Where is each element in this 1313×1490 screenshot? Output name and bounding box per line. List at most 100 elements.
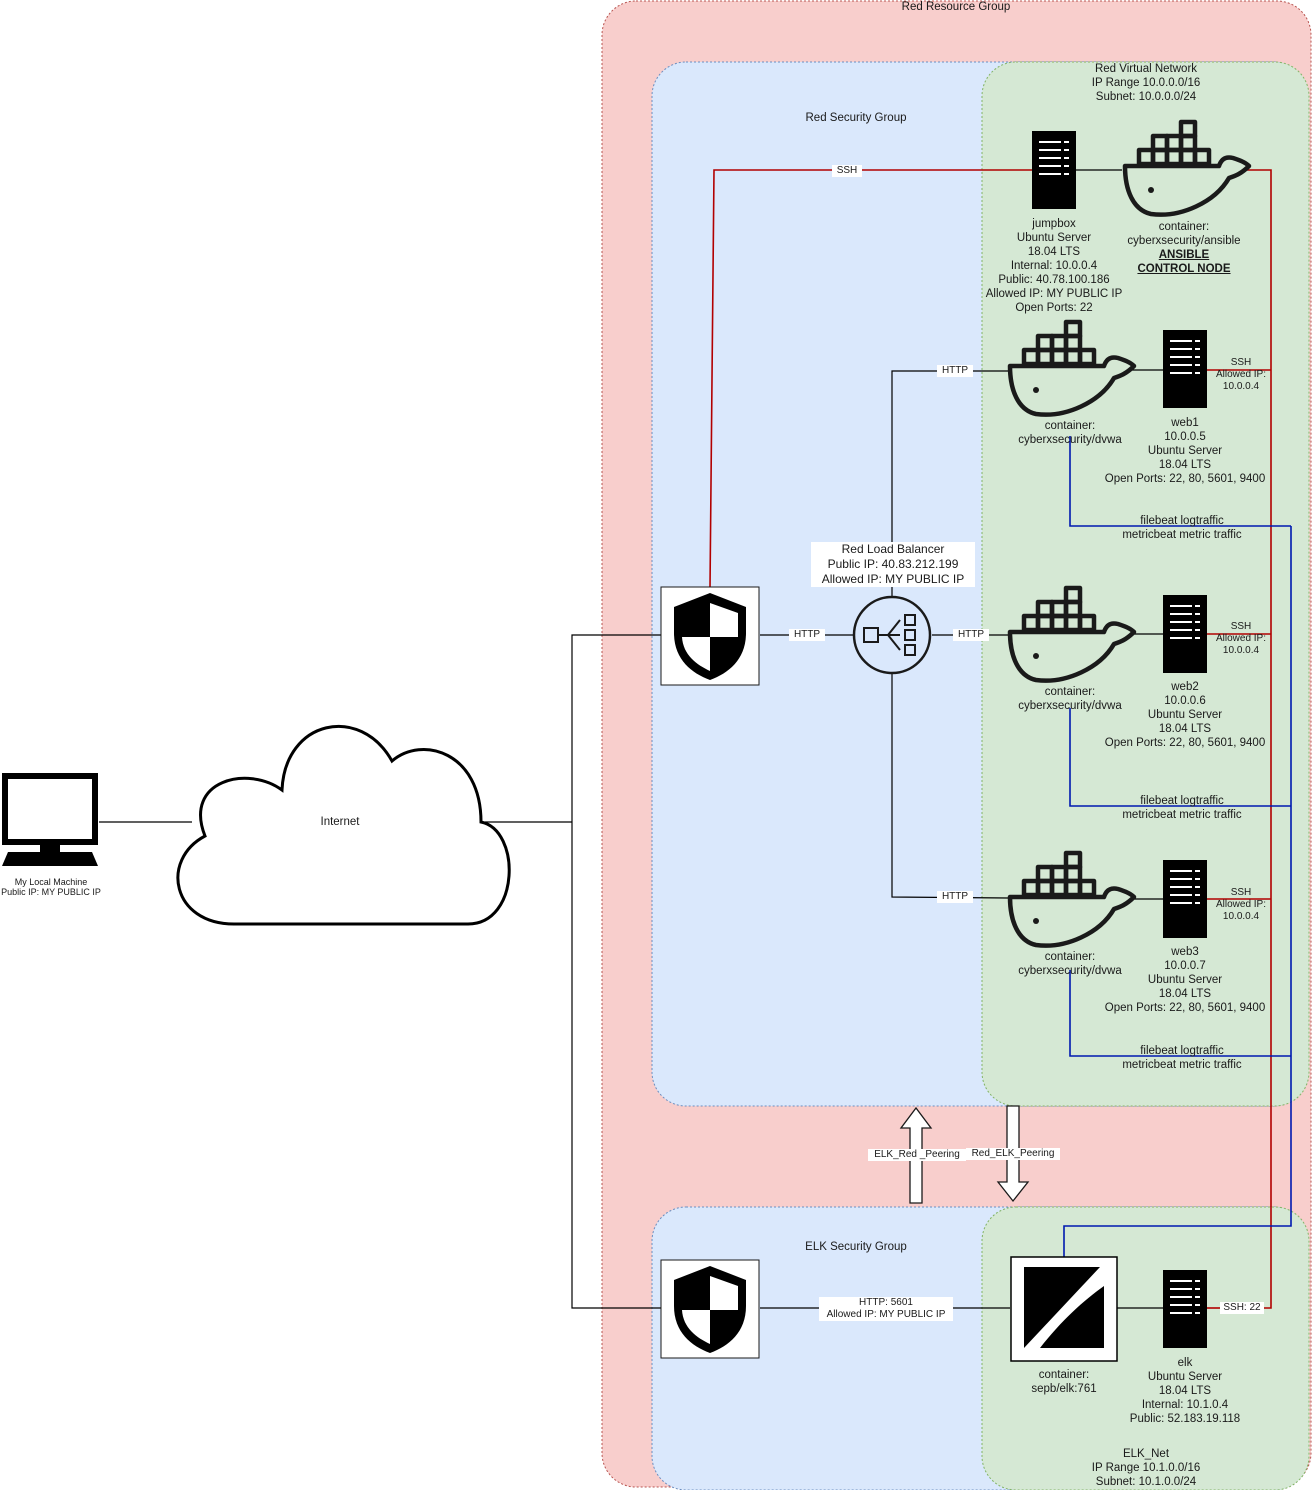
- load-balancer-line-1: Red Load Balancer: [841, 542, 945, 556]
- web1-server-line-3: Ubuntu Server: [1147, 445, 1223, 457]
- elk-server-line-5: Public: 52.183.19.118: [1129, 1413, 1241, 1425]
- edge-ssh-sg-jumpbox: [709, 169, 1032, 589]
- web1-beats-line-1: filebeat logtraffic: [1140, 515, 1224, 527]
- red-sg-shield-icon: [660, 586, 760, 686]
- web2-beats-label: filebeat logtraffic metricbeat metric tr…: [1104, 794, 1260, 822]
- web1-server-line-1: web1: [1171, 417, 1199, 429]
- web3-container-label: container: cyberxsecurity/dvwa: [998, 950, 1142, 978]
- elk-server-line-2: Ubuntu Server: [1147, 1371, 1223, 1383]
- web2-ssh-line-2: Allowed IP:: [1215, 633, 1267, 644]
- web1-ssh-line-3: 10.0.0.4: [1222, 381, 1260, 392]
- web3-server-label: web3 10.0.0.7 Ubuntu Server 18.04 LTS Op…: [1096, 945, 1274, 1015]
- web2-server-line-3: Ubuntu Server: [1147, 709, 1223, 721]
- web3-server-line-4: 18.04 LTS: [1158, 988, 1212, 1000]
- load-balancer-icon: [852, 595, 932, 675]
- edge-beats-web3: [1069, 970, 1291, 1057]
- jumpbox-server-icon: [1032, 131, 1076, 209]
- red-vnet-label: Red Virtual Network IP Range 10.0.0.0/16…: [1060, 62, 1232, 104]
- edge-internet-red-sg: [571, 634, 661, 822]
- elk-container-line-2: sepb/elk:761: [1031, 1383, 1097, 1395]
- web1-container-line-2: cyberxsecurity/dvwa: [1018, 434, 1122, 446]
- web2-server-icon: [1163, 595, 1207, 673]
- edge-label-http-web1: HTTP: [937, 365, 973, 377]
- elk-server-icon: [1163, 1270, 1207, 1348]
- web3-beats-label: filebeat logtraffic metricbeat metric tr…: [1104, 1044, 1260, 1072]
- jumpbox-line-2: Ubuntu Server: [1016, 232, 1092, 244]
- web3-ssh-line-3: 10.0.0.4: [1222, 911, 1260, 922]
- elk-sg-label: ELK Security Group: [805, 1241, 907, 1253]
- web1-container-line-1: container:: [1044, 420, 1096, 432]
- web2-ssh-line-3: 10.0.0.4: [1222, 645, 1260, 656]
- edge-beats-bus: [1063, 526, 1292, 1257]
- elk-server-line-4: Internal: 10.1.0.4: [1141, 1399, 1229, 1411]
- load-balancer-line-2: Public IP: 40.83.212.199: [827, 557, 959, 571]
- elk-net-label: ELK_Net IP Range 10.1.0.0/16 Subnet: 10.…: [1060, 1447, 1232, 1489]
- edge-label-http-web2: HTTP: [953, 629, 989, 641]
- web3-ssh-line-1: SSH: [1230, 887, 1252, 898]
- ansible-line-2: cyberxsecurity/ansible: [1127, 235, 1241, 247]
- edge-label-elk-ssh: SSH: 22: [1220, 1302, 1264, 1314]
- web1-server-line-5: Open Ports: 22, 80, 5601, 9400: [1104, 473, 1266, 485]
- web3-beats-line-1: filebeat logtraffic: [1140, 1045, 1224, 1057]
- web1-beats-label: filebeat logtraffic metricbeat metric tr…: [1104, 514, 1260, 542]
- web2-ssh-line-1: SSH: [1230, 621, 1252, 632]
- web3-beats-line-2: metricbeat metric traffic: [1122, 1059, 1242, 1071]
- web1-beats-line-2: metricbeat metric traffic: [1122, 529, 1242, 541]
- web1-ssh-line-2: Allowed IP:: [1215, 369, 1267, 380]
- edge-beats-web2: [1069, 708, 1291, 807]
- red-vnet-line-1: Red Virtual Network: [1094, 63, 1198, 75]
- ansible-emphasis-1: ANSIBLE: [1158, 249, 1210, 261]
- web1-server-icon: [1163, 330, 1207, 408]
- monitor-icon: [2, 773, 98, 866]
- elk-net-line-2: IP Range 10.1.0.0/16: [1091, 1462, 1201, 1474]
- cloud-icon: [176, 724, 511, 926]
- web2-server-line-2: 10.0.0.6: [1164, 695, 1206, 707]
- web2-server-line-4: 18.04 LTS: [1158, 723, 1212, 735]
- web3-container-line-1: container:: [1044, 951, 1096, 963]
- local-machine-label: My Local Machine Public IP: MY PUBLIC IP: [0, 877, 102, 897]
- internet-label: Internet: [320, 816, 360, 828]
- load-balancer-label: Red Load Balancer Public IP: 40.83.212.1…: [811, 542, 975, 587]
- edge-label-http-web3: HTTP: [937, 891, 973, 903]
- web3-ssh-label: SSH Allowed IP: 10.0.0.4: [1210, 887, 1272, 923]
- elk-container-line-1: container:: [1038, 1369, 1090, 1381]
- local-machine-line-1: My Local Machine: [14, 877, 88, 887]
- load-balancer-line-3: Allowed IP: MY PUBLIC IP: [821, 572, 965, 586]
- elk-http-line-1: HTTP: 5601: [859, 1297, 913, 1308]
- web1-ssh-label: SSH Allowed IP: 10.0.0.4: [1210, 357, 1272, 393]
- elk-server-line-1: elk: [1177, 1357, 1193, 1369]
- red-vnet-line-2: IP Range 10.0.0.0/16: [1091, 77, 1201, 89]
- edge-internet-elk-sg: [571, 822, 661, 1309]
- web2-beats-line-2: metricbeat metric traffic: [1122, 809, 1242, 821]
- edge-beats-web1: [1069, 436, 1291, 527]
- elk-net-line-3: Subnet: 10.1.0.0/24: [1095, 1476, 1197, 1488]
- edge-label-ssh-jumpbox: SSH: [832, 165, 862, 177]
- elk-net-line-1: ELK_Net: [1122, 1448, 1170, 1460]
- web3-ssh-line-2: Allowed IP:: [1215, 899, 1267, 910]
- web3-server-icon: [1163, 860, 1207, 938]
- web2-beats-line-1: filebeat logtraffic: [1140, 795, 1224, 807]
- edge-label-http-sg-lb: HTTP: [789, 629, 825, 641]
- peering-up-label: ELK_Red _Peering: [868, 1149, 966, 1161]
- web1-server-line-2: 10.0.0.5: [1164, 431, 1206, 443]
- red-vnet-line-3: Subnet: 10.0.0.0/24: [1095, 91, 1197, 103]
- jumpbox-line-7: Open Ports: 22: [1015, 302, 1093, 314]
- web3-server-line-5: Open Ports: 22, 80, 5601, 9400: [1104, 1002, 1266, 1014]
- web3-server-line-2: 10.0.0.7: [1164, 960, 1206, 972]
- peering-down-label: Red_ELK_Peering: [966, 1148, 1060, 1160]
- ansible-emphasis-2: CONTROL NODE: [1137, 263, 1231, 275]
- edge-label-elk-http: HTTP: 5601 Allowed IP: MY PUBLIC IP: [819, 1297, 953, 1321]
- web3-server-line-1: web3: [1171, 946, 1199, 958]
- elk-server-line-3: 18.04 LTS: [1158, 1385, 1212, 1397]
- elk-server-label: elk Ubuntu Server 18.04 LTS Internal: 10…: [1120, 1356, 1250, 1426]
- ansible-label: container: cyberxsecurity/ansible ANSIBL…: [1110, 220, 1258, 276]
- jumpbox-line-1: jumpbox: [1032, 218, 1076, 230]
- kibana-icon: [1010, 1256, 1118, 1362]
- web1-server-line-4: 18.04 LTS: [1158, 459, 1212, 471]
- web2-server-label: web2 10.0.0.6 Ubuntu Server 18.04 LTS Op…: [1096, 680, 1274, 750]
- resource-group-label: Red Resource Group: [901, 1, 1011, 13]
- jumpbox-line-4: Internal: 10.0.0.4: [1010, 260, 1098, 272]
- web2-container-line-2: cyberxsecurity/dvwa: [1018, 700, 1122, 712]
- web2-server-line-1: web2: [1171, 681, 1199, 693]
